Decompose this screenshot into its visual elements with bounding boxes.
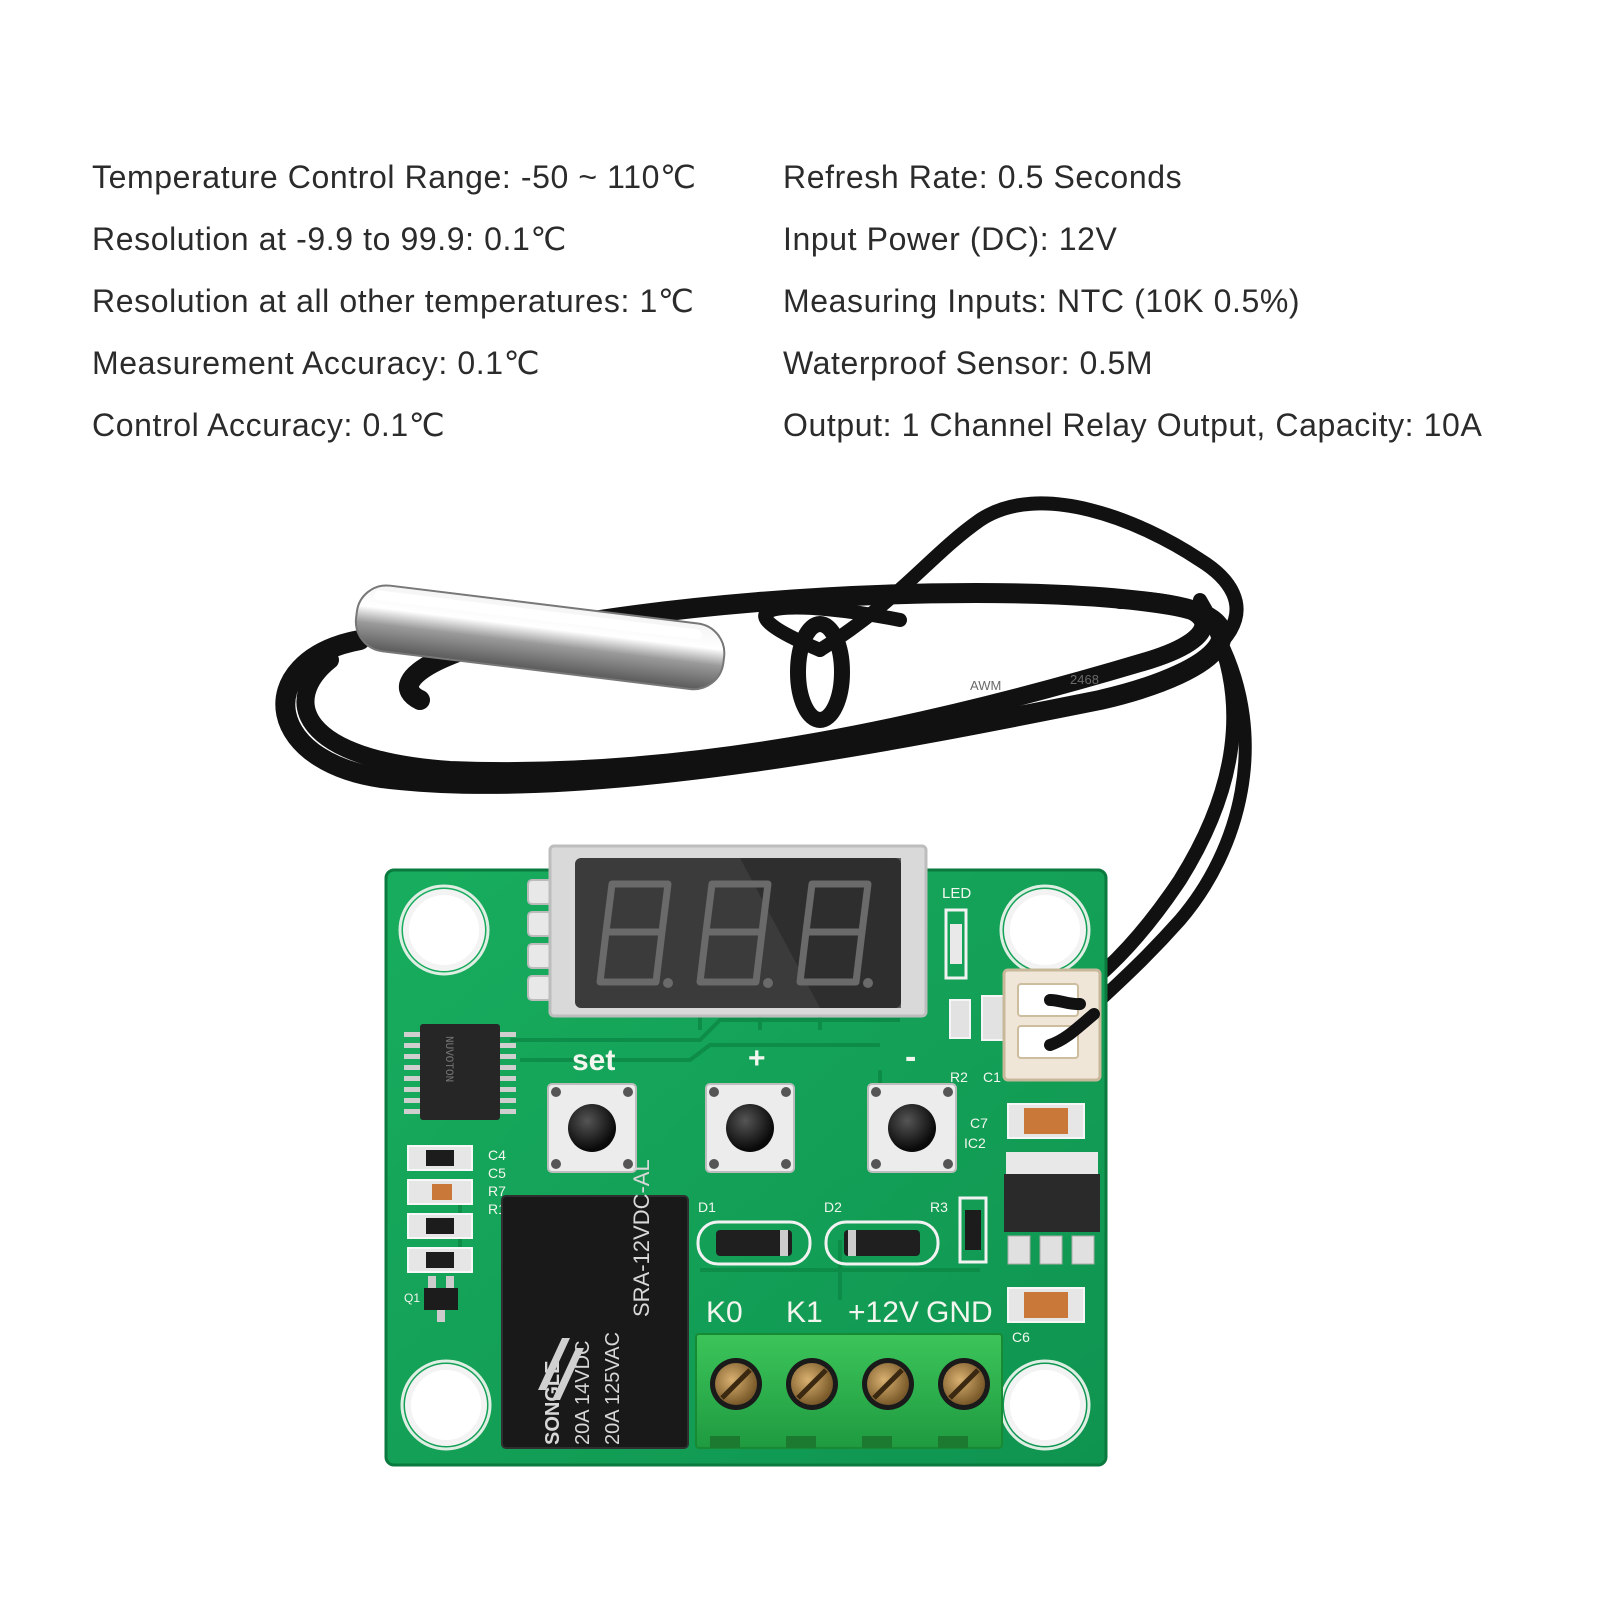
silk-d2: D2 [824,1199,842,1215]
spec-column-right: Refresh Rate: 0.5 Seconds Input Power (D… [783,146,1482,456]
relay-rating-dc: 20A 14VDC [572,1340,594,1445]
cable-print: AWM 2468 [970,672,1099,693]
spec-measurement-accuracy: Measurement Accuracy: 0.1℃ [92,345,541,381]
svg-text:NUVOTON: NUVOTON [442,1036,454,1082]
terminal-screw-gnd[interactable] [938,1358,990,1410]
plus-button[interactable] [705,1083,795,1173]
led [944,908,968,980]
silk-c1: C1 [983,1069,1001,1085]
silk-d1: D1 [698,1199,716,1215]
pcb-board: LED R2 C1 [384,844,1108,1467]
terminal-screw-12v[interactable] [862,1358,914,1410]
resistor-r3 [958,1196,988,1264]
spec-input-power: Input Power (DC): 12V [783,221,1118,257]
silk-led: LED [942,885,971,902]
diode-d1 [696,1220,812,1266]
relay-rating-ac: 20A 125VAC [602,1332,624,1445]
spec-resolution-narrow: Resolution at -9.9 to 99.9: 0.1℃ [92,221,567,257]
spec-refresh-rate: Refresh Rate: 0.5 Seconds [783,159,1183,195]
terminal-screw-k0[interactable] [710,1358,762,1410]
temperature-probe [354,584,726,691]
voltage-regulator [1004,1152,1100,1265]
silk-c5: C5 [488,1165,506,1181]
spec-list: Temperature Control Range: -50 ~ 110℃ Re… [0,146,1600,446]
spec-resolution-other: Resolution at all other temperatures: 1℃ [92,283,695,319]
product-photo: AWM 2468 [0,470,1600,1470]
silk-c7: C7 [970,1115,988,1131]
thermostat-module-illustration: AWM 2468 [275,496,1252,1467]
terminal-label-k0: K0 [706,1296,743,1329]
smd-capacitor-c6 [1007,1287,1085,1323]
silk-r2: R2 [950,1069,968,1085]
relay: SONGLE 20A 14VDC 20A 125VAC SRA-12VDC-AL [501,1159,689,1449]
spec-output: Output: 1 Channel Relay Output, Capacity… [783,407,1483,443]
relay-model: SRA-12VDC-AL [629,1159,654,1317]
spec-measuring-inputs: Measuring Inputs: NTC (10K 0.5%) [783,283,1301,319]
microcontroller-chip: NUVOTON [404,1024,516,1120]
set-button[interactable] [547,1083,637,1173]
spec-temp-range: Temperature Control Range: -50 ~ 110℃ [92,159,697,195]
svg-text:2468: 2468 [1070,672,1099,687]
smd-capacitor-c7 [1007,1103,1085,1139]
transistor-q1 [424,1276,458,1322]
mounting-holes [398,884,1091,1451]
minus-button[interactable] [867,1083,957,1173]
silk-q1: Q1 [404,1291,420,1305]
display-pins [527,879,553,1001]
silk-ic2: IC2 [964,1135,986,1151]
set-label: set [572,1044,615,1077]
silk-r7: R7 [488,1183,506,1199]
songle-logo-icon [538,1338,584,1400]
spec-column-left: Temperature Control Range: -50 ~ 110℃ Re… [92,146,697,456]
terminal-label-gnd: GND [926,1296,993,1329]
silk-c4: C4 [488,1147,506,1163]
svg-text:AWM: AWM [970,678,1001,693]
spec-control-accuracy: Control Accuracy: 0.1℃ [92,407,446,443]
silk-c6: C6 [1012,1329,1030,1345]
minus-label: - [905,1038,916,1076]
terminal-label-k1: K1 [786,1296,823,1329]
silk-r3: R3 [930,1199,948,1215]
seven-segment-display [548,844,928,1018]
terminal-block [695,1333,1003,1449]
spec-waterproof-sensor: Waterproof Sensor: 0.5M [783,345,1154,381]
diode-d2 [824,1220,940,1266]
terminal-label-12v: +12V [848,1296,919,1329]
plus-label: + [748,1042,766,1075]
terminal-screw-k1[interactable] [786,1358,838,1410]
